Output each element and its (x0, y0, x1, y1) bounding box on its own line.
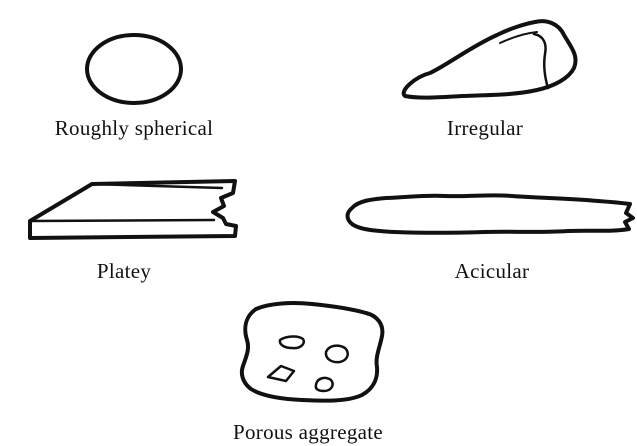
porous-aggregate-label: Porous aggregate (233, 420, 383, 444)
platey-shape (30, 181, 236, 238)
platey-label: Platey (97, 259, 151, 283)
roughly-spherical-shape (87, 35, 181, 103)
acicular-shape (348, 195, 634, 232)
irregular-label: Irregular (447, 116, 523, 140)
porous-aggregate-shape (242, 303, 383, 401)
acicular-label: Acicular (455, 259, 530, 283)
roughly-spherical-label: Roughly spherical (55, 116, 214, 140)
irregular-shape (404, 21, 576, 97)
